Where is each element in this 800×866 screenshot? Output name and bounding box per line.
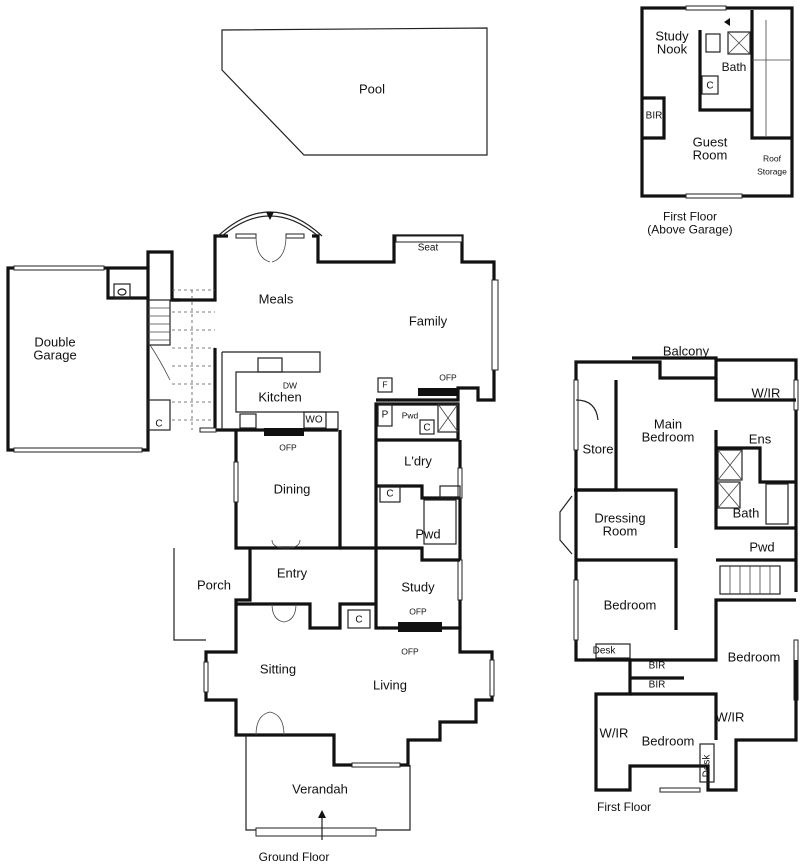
bedroom-bottom-label: Bedroom xyxy=(642,733,695,748)
bedroom-right-label: Bedroom xyxy=(728,649,781,664)
ofp-family-label: OFP xyxy=(439,372,457,382)
label-line: Garage xyxy=(33,348,76,363)
seat-label: Seat xyxy=(418,243,439,254)
ffg-c-label: C xyxy=(706,81,713,92)
living-label: Living xyxy=(373,677,407,692)
laundry-label: L'dry xyxy=(404,453,432,468)
ffg-bath-label: Bath xyxy=(722,60,747,74)
c-entry-label: C xyxy=(355,615,362,626)
label-line: Double xyxy=(34,335,75,350)
desk-right-label: Desk xyxy=(702,754,713,778)
store-label: Store xyxy=(582,441,613,456)
dw-label: DW xyxy=(283,380,297,390)
verandah-label: Verandah xyxy=(292,781,348,796)
kitchen-label: Kitchen xyxy=(258,389,301,404)
ground-floor: C xyxy=(6,211,499,864)
meals-label: Meals xyxy=(259,291,294,306)
garage-stairs xyxy=(147,299,171,381)
c-upper-label: C xyxy=(423,423,430,434)
study-label: Study xyxy=(401,579,435,594)
p-label: P xyxy=(382,410,389,421)
entry-label: Entry xyxy=(277,565,308,580)
bir-1-label: BIR xyxy=(649,661,666,672)
ofp-study-top-label: OFP xyxy=(409,606,427,616)
label-line: Study xyxy=(655,29,689,44)
first-floor-caption: First Floor xyxy=(597,800,651,814)
ffg-bir-label: BIR xyxy=(646,111,663,122)
label-line: Bedroom xyxy=(642,430,695,445)
dining-label: Dining xyxy=(274,481,311,496)
wir-right-label: W/IR xyxy=(716,709,745,724)
ff-bath-label: Bath xyxy=(733,505,760,520)
pool: Pool xyxy=(221,27,488,156)
pool-label: Pool xyxy=(359,81,385,96)
ff-pwd-label: Pwd xyxy=(749,539,774,554)
garage-closet-label: C xyxy=(155,419,162,430)
label-line: Main xyxy=(654,417,682,432)
ens-label: Ens xyxy=(749,431,772,446)
label-line: First Floor xyxy=(663,210,717,224)
label-line: Dressing xyxy=(594,511,645,526)
family-label: Family xyxy=(409,313,448,328)
deck-steps xyxy=(172,289,215,430)
kitchen xyxy=(221,351,339,436)
first-floor-stairs xyxy=(719,565,781,595)
label-line: Nook xyxy=(657,42,688,57)
pwd-label: Pwd xyxy=(415,526,440,541)
ofp-study-bottom-label: OFP xyxy=(401,646,419,656)
pwd-upper-label: Pwd xyxy=(402,410,419,420)
ffg-caption: First Floor(Above Garage) xyxy=(647,210,732,237)
ground-floor-caption: Ground Floor xyxy=(259,850,330,864)
porch-label: Porch xyxy=(197,577,231,592)
f-label: F xyxy=(382,379,387,389)
ofp-kitchen-label: OFP xyxy=(279,442,297,452)
label-line: Room xyxy=(693,148,728,163)
wir-main-label: W/IR xyxy=(752,385,781,400)
bedroom-mid-label: Bedroom xyxy=(604,597,657,612)
bir-2-label: BIR xyxy=(649,680,666,691)
label-line: Room xyxy=(603,524,638,539)
wir-left-label: W/IR xyxy=(600,725,629,740)
label-line: Roof xyxy=(763,154,782,164)
wo-label: WO xyxy=(305,415,322,426)
label-line: (Above Garage) xyxy=(647,223,732,237)
garage-wall xyxy=(6,266,150,452)
balcony-label: Balcony xyxy=(663,343,710,358)
desk-mid-label: Desk xyxy=(593,646,617,657)
label-line: Guest xyxy=(693,135,728,150)
sitting-label: Sitting xyxy=(260,661,296,676)
c-laundry-label: C xyxy=(386,489,393,500)
label-line: Storage xyxy=(757,167,787,177)
